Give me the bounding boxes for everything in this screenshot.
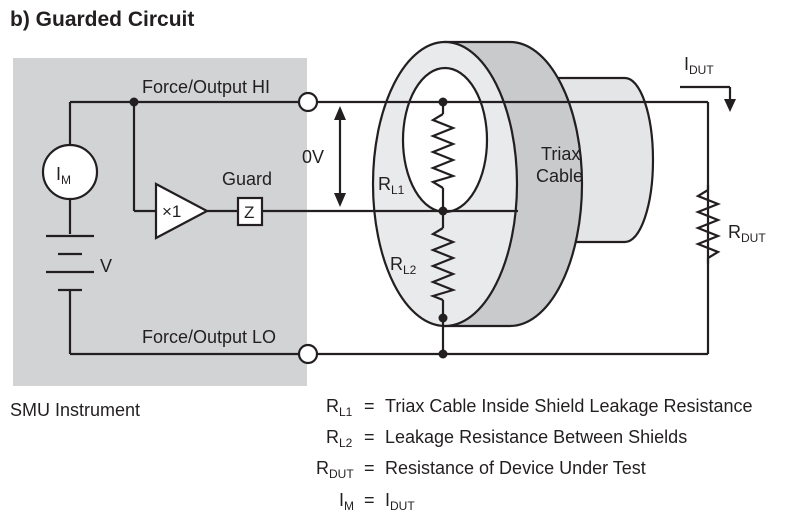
legend-rdut-symbol: RDUT [316, 458, 354, 481]
triax-cable [371, 40, 655, 328]
zero-volt-arrow-icon [334, 106, 346, 207]
current-meter-icon [41, 143, 99, 201]
legend-im-symbol: IM [339, 490, 354, 513]
buffer-gain-label: ×1 [162, 202, 181, 221]
rl1-resistor-icon [430, 113, 457, 189]
smu-instrument-label: SMU Instrument [10, 400, 140, 420]
junction-dot [438, 313, 448, 323]
idut-arrow-icon [680, 85, 736, 112]
zero-volt-label: 0V [302, 147, 324, 167]
legend-equals: = [364, 427, 375, 447]
terminal-force-hi [297, 91, 319, 113]
legend-rl2-symbol: RL2 [326, 427, 353, 450]
legend-equals: = [364, 396, 375, 416]
junction-dot [438, 97, 448, 107]
diagram-title: b) Guarded Circuit [10, 8, 194, 31]
force-lo-label: Force/Output LO [142, 327, 276, 347]
junction-dot [438, 349, 448, 359]
legend-rl1-symbol: RL1 [326, 396, 353, 419]
rdut-label: RDUT [728, 222, 766, 245]
junction-dot [129, 97, 139, 107]
rl2-label: RL2 [390, 254, 417, 277]
terminal-force-lo [297, 343, 319, 365]
legend-rdut-text: Resistance of Device Under Test [385, 458, 646, 478]
guard-impedance-box [236, 196, 264, 227]
current-meter-label: IM [56, 164, 71, 187]
idut-label: IDUT [684, 54, 714, 77]
guard-label: Guard [222, 169, 272, 189]
voltage-source-icon [46, 228, 94, 298]
legend-equals: = [364, 458, 375, 478]
legend: RL1 = Triax Cable Inside Shield Leakage … [316, 396, 753, 513]
rl1-label: RL1 [378, 174, 405, 197]
force-hi-label: Force/Output HI [142, 77, 270, 97]
legend-im-text: IDUT [385, 490, 415, 513]
cable-name-line1: Triax [541, 144, 580, 164]
rl2-resistor-icon [429, 227, 457, 302]
voltage-label: V [100, 256, 112, 276]
legend-equals: = [364, 490, 375, 510]
buffer-amplifier-icon [154, 182, 210, 240]
legend-rl1-text: Triax Cable Inside Shield Leakage Resist… [385, 396, 753, 416]
legend-rl2-text: Leakage Resistance Between Shields [385, 427, 687, 447]
cable-name-line2: Cable [536, 166, 583, 186]
rdut-resistor-icon [695, 189, 721, 259]
junction-dot [438, 206, 448, 216]
guard-impedance-label: Z [244, 203, 254, 222]
